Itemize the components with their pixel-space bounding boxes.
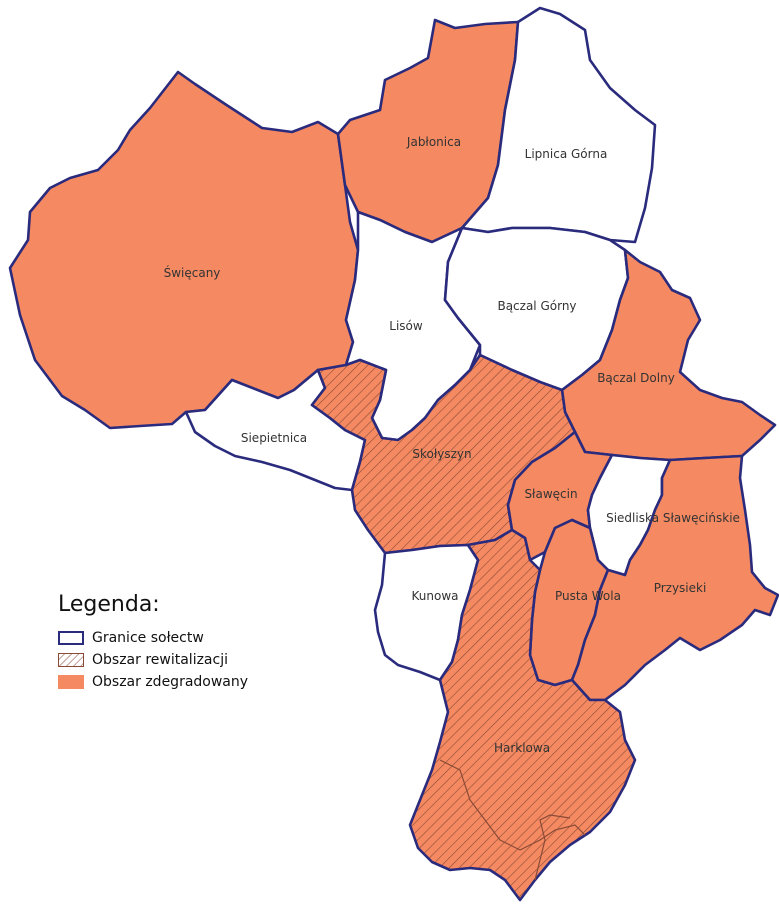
label-przysieki: Przysieki	[654, 581, 707, 595]
legend-item-degraded: Obszar zdegradowany	[58, 671, 318, 693]
region-lipnica-gorna[interactable]	[460, 6, 657, 244]
boundary-symbol	[58, 631, 84, 645]
label-pusta-wola: Pusta Wola	[555, 589, 621, 603]
label-baczal-dolny: Bączal Dolny	[597, 371, 675, 385]
label-jablonica: Jabłonica	[406, 135, 461, 149]
legend-label: Obszar zdegradowany	[92, 674, 249, 690]
hatch-symbol	[58, 653, 84, 667]
legend-item-revitalization: Obszar rewitalizacji	[58, 649, 318, 671]
region-swiecany[interactable]	[8, 70, 360, 430]
label-slawecin: Sławęcin	[524, 487, 577, 501]
harklowa-inner-boundary	[439, 759, 586, 851]
label-lipnica-gorna: Lipnica Górna	[525, 147, 608, 161]
legend-label: Granice sołectw	[92, 630, 204, 646]
region-przysieki[interactable]	[570, 454, 779, 702]
label-lisow: Lisów	[389, 319, 423, 333]
label-skolyszyn: Skołyszyn	[412, 447, 471, 461]
label-swiecany: Święcany	[164, 265, 221, 280]
label-siepietnica: Siepietnica	[241, 431, 307, 445]
region-harklowa[interactable]	[408, 528, 637, 902]
harklowa-inner-boundary-2	[534, 814, 571, 881]
label-kunowa: Kunowa	[412, 589, 459, 603]
legend-item-boundaries: Granice sołectw	[58, 627, 318, 649]
legend: Legenda: Granice sołectw Obszar rewitali…	[58, 592, 318, 693]
label-harklowa: Harklowa	[494, 741, 550, 755]
label-baczal-gorny: Bączal Górny	[497, 299, 576, 313]
legend-title: Legenda:	[58, 592, 160, 617]
legend-label: Obszar rewitalizacji	[92, 652, 228, 668]
label-siedliska-slawecinskie: Siedliska Sławęcińskie	[606, 511, 740, 525]
fill-symbol	[58, 675, 84, 689]
